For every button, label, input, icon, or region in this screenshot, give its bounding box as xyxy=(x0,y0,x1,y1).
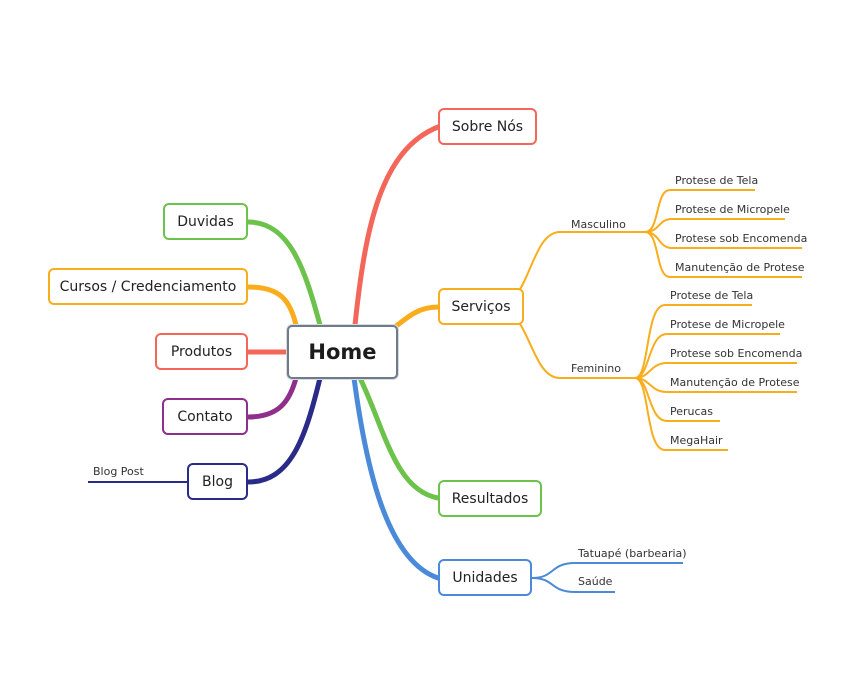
connector-m4 xyxy=(644,231,802,278)
leaf-fem-item[interactable]: MegaHair xyxy=(670,434,723,447)
connector-cursos xyxy=(245,284,299,328)
connector-servicos xyxy=(392,304,441,330)
connector-sobre-nos xyxy=(352,124,441,328)
sobre-nos-label: Sobre Nós xyxy=(451,118,524,135)
servicos-label: Serviços xyxy=(451,298,511,315)
duvidas-node[interactable]: Duvidas xyxy=(163,203,248,240)
home-label: Home xyxy=(308,340,377,364)
unidades-label: Unidades xyxy=(452,569,518,586)
leaf-fem-item[interactable]: Perucas xyxy=(670,405,714,418)
connector-blog xyxy=(245,375,323,485)
resultados-node[interactable]: Resultados xyxy=(438,480,542,517)
blog-label: Blog xyxy=(202,473,233,490)
leaf-blog-post[interactable]: Blog Post xyxy=(93,465,144,478)
produtos-node[interactable]: Produtos xyxy=(155,333,248,370)
connector-f6 xyxy=(634,377,728,451)
connector-resultados xyxy=(357,375,441,501)
unidades-node[interactable]: Unidades xyxy=(438,559,532,596)
servicos-node[interactable]: Serviços xyxy=(438,288,524,325)
leaf-fem-item[interactable]: Protese sob Encomenda xyxy=(670,347,803,360)
cursos-node[interactable]: Cursos / Credenciamento xyxy=(48,268,248,305)
resultados-label: Resultados xyxy=(451,490,529,507)
duvidas-label: Duvidas xyxy=(177,213,234,230)
leaf-masc-item[interactable]: Protese de Tela xyxy=(675,174,759,187)
contato-label: Contato xyxy=(177,408,233,425)
blog-node[interactable]: Blog xyxy=(187,463,248,500)
leaf-masc-item[interactable]: Protese sob Encomenda xyxy=(675,232,808,245)
leaf-masculino[interactable]: Masculino xyxy=(571,218,626,231)
connector-contato xyxy=(245,375,299,420)
leaf-unidade-item[interactable]: Tatuapé (barbearia) xyxy=(578,547,687,560)
leaf-fem-item[interactable]: Protese de Micropele xyxy=(670,318,785,331)
connector-f1 xyxy=(634,304,752,379)
leaf-masc-item[interactable]: Manutenção de Protese xyxy=(675,261,805,274)
connector-duvidas xyxy=(245,219,323,328)
produtos-label: Produtos xyxy=(170,343,233,360)
connector-unidades xyxy=(351,375,441,581)
connector-saude xyxy=(531,577,615,593)
leaf-feminino[interactable]: Feminino xyxy=(571,362,621,375)
leaf-unidade-item[interactable]: Saúde xyxy=(578,575,613,588)
sobre-nos-node[interactable]: Sobre Nós xyxy=(438,108,537,145)
leaf-masc-item[interactable]: Protese de Micropele xyxy=(675,203,790,216)
contato-node[interactable]: Contato xyxy=(162,398,248,435)
connector-m2 xyxy=(644,218,785,233)
home-node[interactable]: Home xyxy=(287,325,398,379)
leaf-fem-item[interactable]: Protese de Tela xyxy=(670,289,754,302)
leaf-fem-item[interactable]: Manutenção de Protese xyxy=(670,376,800,389)
cursos-label: Cursos / Credenciamento xyxy=(59,278,237,295)
